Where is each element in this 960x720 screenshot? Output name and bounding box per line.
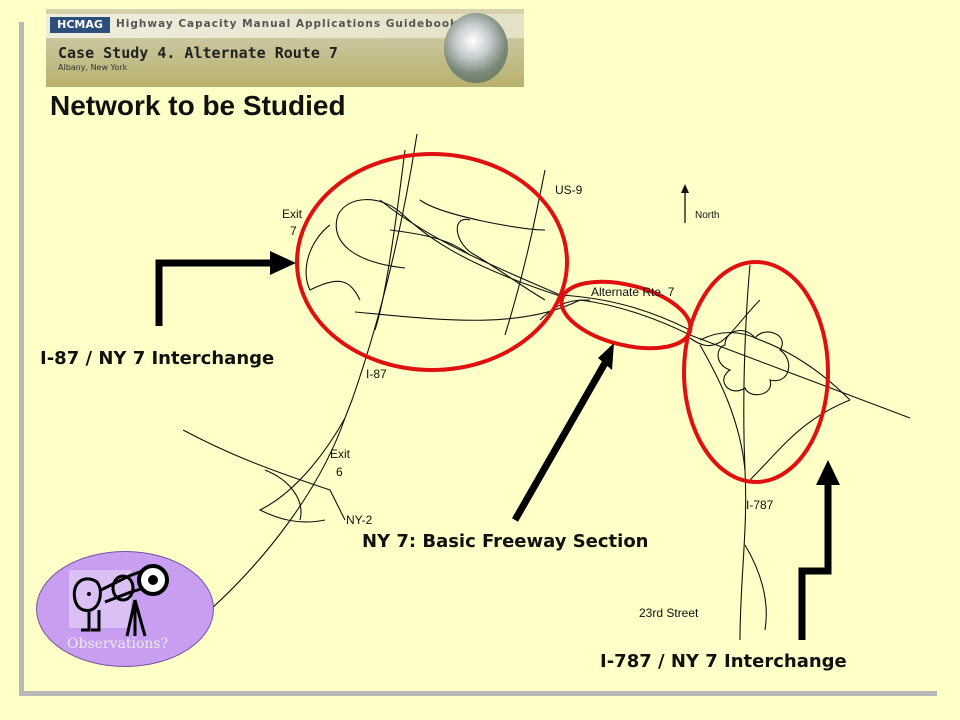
23rd-street-road <box>744 544 767 631</box>
slide-frame-bottom <box>19 691 937 696</box>
exit6-ramp <box>258 417 346 523</box>
exit7-loop-east <box>456 219 546 301</box>
case-location: Albany, New York <box>58 63 128 72</box>
observations-label: Observations? <box>67 636 169 652</box>
exit7-ramp-se <box>539 299 591 321</box>
ny7-callout-arrow <box>511 361 609 522</box>
us9-label: US-9 <box>555 183 583 197</box>
case-study-title: Case Study 4. Alternate Route 7 <box>58 44 338 62</box>
exit7-label-b: 7 <box>290 224 297 238</box>
ny7-arrowhead-icon <box>598 343 614 370</box>
ny7-section-callout: NY 7: Basic Freeway Section <box>362 531 649 552</box>
observations-bubble: Observations? <box>36 551 214 667</box>
slide-title: Network to be Studied <box>50 90 346 121</box>
exit6-ramp-2 <box>264 469 302 521</box>
interchange-photo <box>444 13 508 83</box>
exit7-loop-west <box>335 199 561 297</box>
exit6-label-b: 6 <box>336 465 343 479</box>
i787-ramp-north <box>699 332 851 401</box>
ny2-road <box>182 429 346 521</box>
i87-ramp-line <box>374 149 406 331</box>
exit7-ramp-mid <box>389 229 471 256</box>
guidebook-banner: HCMAG Highway Capacity Manual Applicatio… <box>46 9 524 87</box>
i87-label: I-87 <box>366 367 387 381</box>
i87-road <box>209 133 418 611</box>
i87-arrowhead-icon <box>270 251 296 275</box>
i87-interchange-highlight <box>295 152 569 372</box>
ny7-section-highlight <box>559 279 693 351</box>
callout-arrows <box>155 259 832 640</box>
i787-cloverleaf <box>717 329 790 396</box>
alt7-upper-road <box>379 199 691 331</box>
ny2-label: NY-2 <box>346 513 373 527</box>
alt7-label: Alternate Rte. 7 <box>591 285 675 299</box>
exit7-label-a: Exit <box>282 207 303 221</box>
i787-ramp-east <box>749 399 851 481</box>
exit7-ramp-ne <box>419 199 546 231</box>
i87-callout-arrow <box>155 259 270 326</box>
us9-road <box>504 169 546 336</box>
road-network-lines <box>182 133 911 641</box>
i787-arrowhead-icon <box>816 460 840 485</box>
alt7-road <box>354 299 911 419</box>
binoculars-observer-icon <box>69 564 169 637</box>
north-label: North <box>695 210 719 221</box>
i87-interchange-callout: I-87 / NY 7 Interchange <box>40 348 275 369</box>
slide-frame-left <box>19 22 24 694</box>
i787-interchange-highlight <box>682 260 830 484</box>
23rd-street-label: 23rd Street <box>639 606 699 620</box>
north-arrow-icon <box>681 184 689 193</box>
manual-title: Highway Capacity Manual Applications Gui… <box>116 18 459 30</box>
hcmag-logo: HCMAG <box>50 17 110 33</box>
i787-interchange-callout: I-787 / NY 7 Interchange <box>600 651 847 672</box>
i787-label: I-787 <box>746 498 774 512</box>
banner-stripe <box>46 14 524 38</box>
exit7-ramp-sw <box>305 224 361 301</box>
exit6-label-a: Exit <box>330 447 351 461</box>
i787-ramp-nw <box>689 299 761 347</box>
i787-callout-arrow <box>798 485 832 640</box>
i787-ramp-west <box>699 344 746 471</box>
